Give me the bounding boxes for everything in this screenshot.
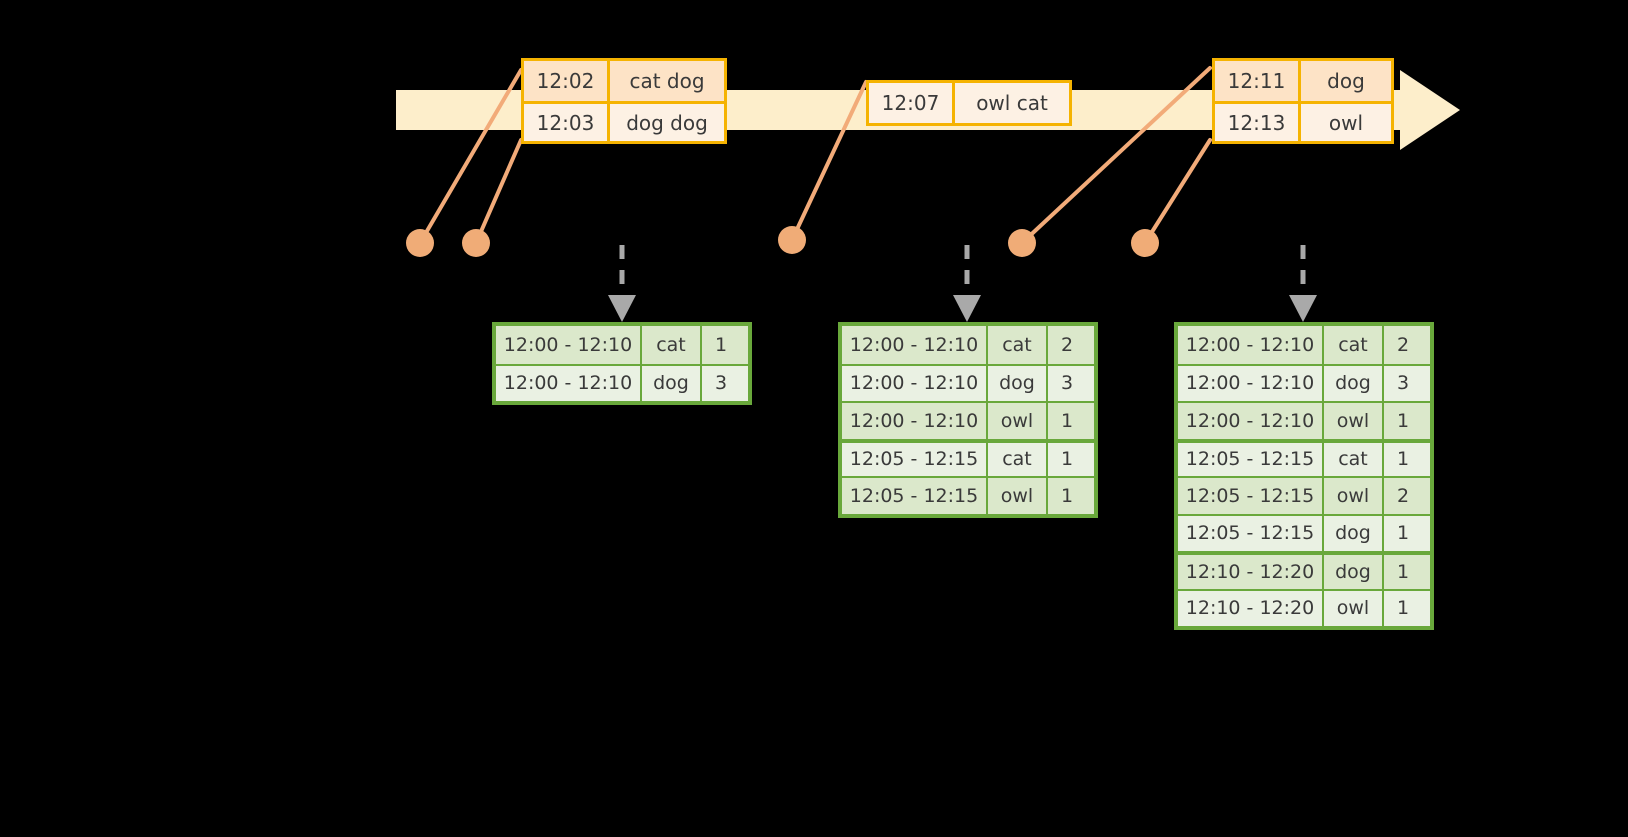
table-row[interactable]: 12:05 - 12:15 owl 1 xyxy=(842,476,1094,514)
cell-count: 3 xyxy=(1060,372,1074,395)
event-words: owl xyxy=(1328,110,1364,135)
cell-word: owl xyxy=(1324,403,1384,439)
cell-word: dog xyxy=(988,365,1048,401)
table-row[interactable]: 12:00 - 12:10 owl 1 xyxy=(1178,401,1430,439)
table-row[interactable]: 12:05 - 12:15 dog 1 xyxy=(1178,513,1430,551)
table-row[interactable]: 12:05 - 12:15 cat 1 xyxy=(1178,438,1430,476)
cell-word: owl xyxy=(1324,590,1384,626)
cell-window: 12:00 - 12:10 xyxy=(1178,403,1324,439)
event-words: owl cat xyxy=(976,91,1048,115)
cell-count: 2 xyxy=(1060,333,1074,356)
cell-window: 12:05 - 12:15 xyxy=(1178,478,1324,514)
event-time: 12:13 xyxy=(1215,104,1301,141)
event-time: 12:03 xyxy=(524,104,610,141)
cell-count: 3 xyxy=(714,372,728,395)
cell-window: 12:00 - 12:10 xyxy=(1178,365,1324,401)
cell-window: 12:00 - 12:10 xyxy=(1178,326,1324,364)
cell-window: 12:00 - 12:10 xyxy=(842,403,988,439)
cell-window: 12:00 - 12:10 xyxy=(842,365,988,401)
cell-window: 12:05 - 12:15 xyxy=(1178,442,1324,476)
table-row[interactable]: 12:00 - 12:10 owl 1 xyxy=(842,401,1094,439)
event-row[interactable]: 12:03 dog dog xyxy=(524,101,724,141)
cell-window: 12:05 - 12:15 xyxy=(1178,515,1324,551)
cell-count: 2 xyxy=(1396,333,1410,356)
event-row[interactable]: 12:07 owl cat xyxy=(869,83,1069,123)
cell-count: 3 xyxy=(1396,372,1410,395)
table-row[interactable]: 12:00 - 12:10 dog 3 xyxy=(842,363,1094,401)
table-row[interactable]: 12:05 - 12:15 cat 1 xyxy=(842,438,1094,476)
table-row[interactable]: 12:00 - 12:10 dog 3 xyxy=(1178,363,1430,401)
cell-word: owl xyxy=(1324,478,1384,514)
cell-word: dog xyxy=(1324,365,1384,401)
cell-word: cat xyxy=(988,326,1048,364)
arrowhead-table-2 xyxy=(953,295,981,322)
timeline-arrowhead xyxy=(1396,70,1460,150)
event-words: dog xyxy=(1327,69,1365,93)
result-table-3[interactable]: 12:00 - 12:10 cat 2 12:00 - 12:10 dog 3 … xyxy=(1174,322,1434,630)
cell-word: dog xyxy=(1324,515,1384,551)
cell-count: 1 xyxy=(1060,448,1074,471)
event-dot-4[interactable] xyxy=(1008,229,1036,257)
cell-word: cat xyxy=(1324,326,1384,364)
event-row[interactable]: 12:11 dog xyxy=(1215,61,1391,101)
result-table-1[interactable]: 12:00 - 12:10 cat 1 12:00 - 12:10 dog 3 xyxy=(492,322,752,405)
arrowhead-table-3 xyxy=(1289,295,1317,322)
cell-count: 1 xyxy=(1396,522,1410,545)
table-row[interactable]: 12:00 - 12:10 cat 2 xyxy=(842,326,1094,364)
dashed-arrows xyxy=(619,245,1306,295)
cell-window: 12:10 - 12:20 xyxy=(1178,590,1324,626)
cell-window: 12:00 - 12:10 xyxy=(842,326,988,364)
table-row[interactable]: 12:10 - 12:20 dog 1 xyxy=(1178,551,1430,589)
cell-window: 12:05 - 12:15 xyxy=(842,442,988,476)
cell-word: cat xyxy=(988,442,1048,476)
cell-count: 1 xyxy=(1396,597,1410,620)
cell-word: dog xyxy=(642,365,702,401)
event-group-1[interactable]: 12:02 cat dog 12:03 dog dog xyxy=(521,58,727,144)
cell-count: 1 xyxy=(1396,560,1410,583)
cell-count: 1 xyxy=(1060,409,1074,432)
cell-window: 12:10 - 12:20 xyxy=(1178,555,1324,589)
event-group-2[interactable]: 12:07 owl cat xyxy=(866,80,1072,126)
table-row[interactable]: 12:00 - 12:10 cat 1 xyxy=(496,326,748,364)
cell-word: owl xyxy=(988,478,1048,514)
event-dot-1[interactable] xyxy=(406,229,434,257)
event-row[interactable]: 12:02 cat dog xyxy=(524,61,724,101)
result-table-2[interactable]: 12:00 - 12:10 cat 2 12:00 - 12:10 dog 3 … xyxy=(838,322,1098,518)
cell-window: 12:05 - 12:15 xyxy=(842,478,988,514)
cell-count: 1 xyxy=(714,333,728,356)
event-dot-2[interactable] xyxy=(462,229,490,257)
table-row[interactable]: 12:00 - 12:10 cat 2 xyxy=(1178,326,1430,364)
event-row[interactable]: 12:13 owl xyxy=(1215,101,1391,141)
event-words: cat dog xyxy=(629,69,705,93)
table-row[interactable]: 12:05 - 12:15 owl 2 xyxy=(1178,476,1430,514)
table-row[interactable]: 12:00 - 12:10 dog 3 xyxy=(496,363,748,401)
table-row[interactable]: 12:10 - 12:20 owl 1 xyxy=(1178,588,1430,626)
cell-window: 12:00 - 12:10 xyxy=(496,326,642,364)
event-dot-3[interactable] xyxy=(778,226,806,254)
cell-word: dog xyxy=(1324,555,1384,589)
event-words: dog dog xyxy=(626,110,708,135)
cell-count: 1 xyxy=(1396,409,1410,432)
event-time: 12:02 xyxy=(524,61,610,101)
event-time: 12:07 xyxy=(869,83,955,123)
cell-count: 1 xyxy=(1396,448,1410,471)
cell-word: cat xyxy=(642,326,702,364)
event-group-3[interactable]: 12:11 dog 12:13 owl xyxy=(1212,58,1394,144)
cell-word: owl xyxy=(988,403,1048,439)
event-time: 12:11 xyxy=(1215,61,1301,101)
event-dot-5[interactable] xyxy=(1131,229,1159,257)
cell-count: 1 xyxy=(1060,484,1074,507)
cell-window: 12:00 - 12:10 xyxy=(496,365,642,401)
cell-word: cat xyxy=(1324,442,1384,476)
cell-count: 2 xyxy=(1396,484,1410,507)
arrowhead-table-1 xyxy=(608,295,636,322)
